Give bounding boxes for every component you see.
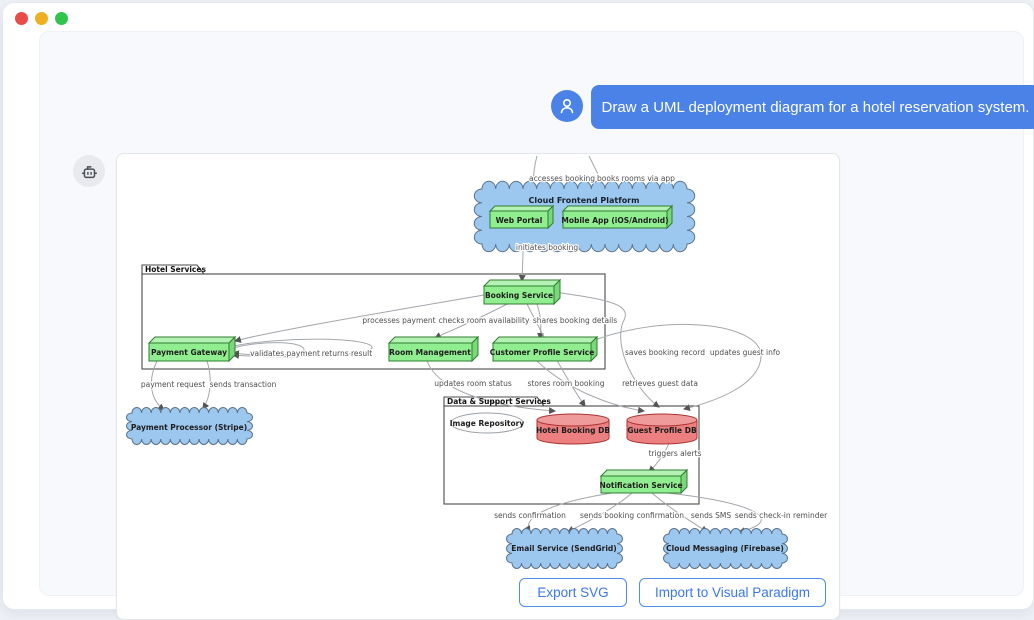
node-notification-service	[599, 468, 689, 495]
package-data-support-services	[443, 396, 700, 505]
package-hotel-services	[141, 264, 606, 370]
minimize-button[interactable]	[35, 12, 48, 25]
edge-stores-room-booking	[526, 303, 586, 407]
person-icon	[560, 98, 574, 114]
zoom-button[interactable]	[55, 12, 68, 25]
edge-label: sends transaction	[210, 380, 277, 389]
edge-label: checks room availability	[439, 316, 530, 325]
edge-label: accesses booking	[529, 174, 595, 183]
node-image-repository-label: Image Repository	[450, 419, 525, 428]
edge-label: triggers alerts	[649, 449, 702, 458]
edge-label: processes payment	[362, 316, 435, 325]
edge-payment-request	[150, 360, 165, 411]
chat-panel: Draw a UML deployment diagram for a hote…	[39, 31, 1034, 620]
node-email-service-label: Email Service (SendGrid)	[511, 544, 616, 553]
node-booking-service	[482, 278, 562, 306]
window-controls	[15, 12, 68, 25]
node-payment-gateway	[147, 335, 237, 363]
node-notification-service-label: Notification Service	[599, 481, 682, 490]
edge-updates-guest-info	[586, 323, 762, 411]
edge-label: payment request	[141, 380, 205, 389]
node-hotel-booking-db	[536, 413, 610, 445]
edge-label: stores room booking	[528, 379, 605, 388]
edge-sends-confirmation	[523, 492, 613, 533]
node-web-portal-label: Web Portal	[496, 216, 543, 225]
edge-label: validates payment	[250, 349, 320, 358]
node-room-management	[387, 335, 480, 363]
uml-deployment-diagram: Hotel Services Data & Support Services C…	[126, 155, 829, 569]
user-avatar	[551, 90, 583, 122]
edge-label: updates guest info	[710, 348, 781, 357]
node-customer-profile-label: Customer Profile Service	[490, 348, 595, 357]
edge-shares-booking-details	[536, 303, 545, 341]
edge-label: updates room status	[434, 379, 512, 388]
node-guest-profile-db-label: Guest Profile DB	[627, 426, 697, 435]
edge-saves-booking-record	[553, 291, 660, 408]
edge-label: sends check-in reminder	[735, 511, 828, 520]
edge-sends-transaction	[202, 360, 211, 410]
node-cloud-messaging	[663, 528, 788, 569]
node-mobile-app	[561, 204, 674, 230]
node-cloud-frontend-label: Cloud Frontend Platform	[529, 196, 640, 205]
robot-icon	[81, 166, 98, 179]
edge-label: returns result	[322, 349, 373, 358]
export-svg-button[interactable]: Export SVG	[519, 578, 627, 607]
edge-retrieves-guest-data	[536, 360, 646, 414]
node-customer-profile-service	[491, 335, 599, 363]
edge-label: sends SMS	[691, 511, 732, 520]
edge-label: saves booking record	[625, 348, 705, 357]
diagram-card: Hotel Services Data & Support Services C…	[116, 153, 840, 620]
node-email-service	[506, 528, 623, 569]
user-message-bubble: Draw a UML deployment diagram for a hote…	[591, 85, 1034, 129]
node-guest-profile-db	[626, 413, 698, 445]
edge-returns-result-loop	[228, 338, 373, 359]
node-hotel-booking-db-label: Hotel Booking DB	[536, 426, 610, 435]
node-payment-processor	[126, 407, 253, 445]
node-cloud-messaging-label: Cloud Messaging (Firebase)	[666, 544, 784, 553]
edge-checks-room-availability	[434, 303, 508, 339]
edge-label: sends booking confirmation	[580, 511, 684, 520]
node-payment-gateway-label: Payment Gateway	[151, 348, 227, 357]
node-booking-service-label: Booking Service	[485, 291, 553, 300]
edge-label: shares booking details	[533, 316, 617, 325]
node-web-portal	[488, 204, 555, 230]
edge-sends-checkin-reminder	[666, 492, 762, 535]
edge-processes-payment	[233, 294, 485, 343]
package-hotel-services-label: Hotel Services	[145, 265, 206, 274]
edge-validates-payment-loop	[228, 342, 305, 358]
node-image-repository	[450, 412, 524, 434]
import-visual-paradigm-button[interactable]: Import to Visual Paradigm	[639, 578, 826, 607]
edge-label: sends confirmation	[494, 511, 566, 520]
close-button[interactable]	[15, 12, 28, 25]
assistant-avatar	[73, 155, 105, 187]
edge-label: retrieves guest data	[622, 379, 698, 388]
node-payment-processor-label: Payment Processor (Stripe)	[131, 423, 247, 432]
edge-label: initiates booking	[516, 243, 579, 252]
edge-updates-room-status	[426, 360, 557, 415]
node-room-management-label: Room Management	[389, 348, 471, 357]
edge-label: books rooms via app	[597, 174, 675, 183]
node-mobile-app-label: Mobile App (iOS/Android)	[561, 216, 668, 225]
package-data-support-label: Data & Support Services	[447, 397, 551, 406]
